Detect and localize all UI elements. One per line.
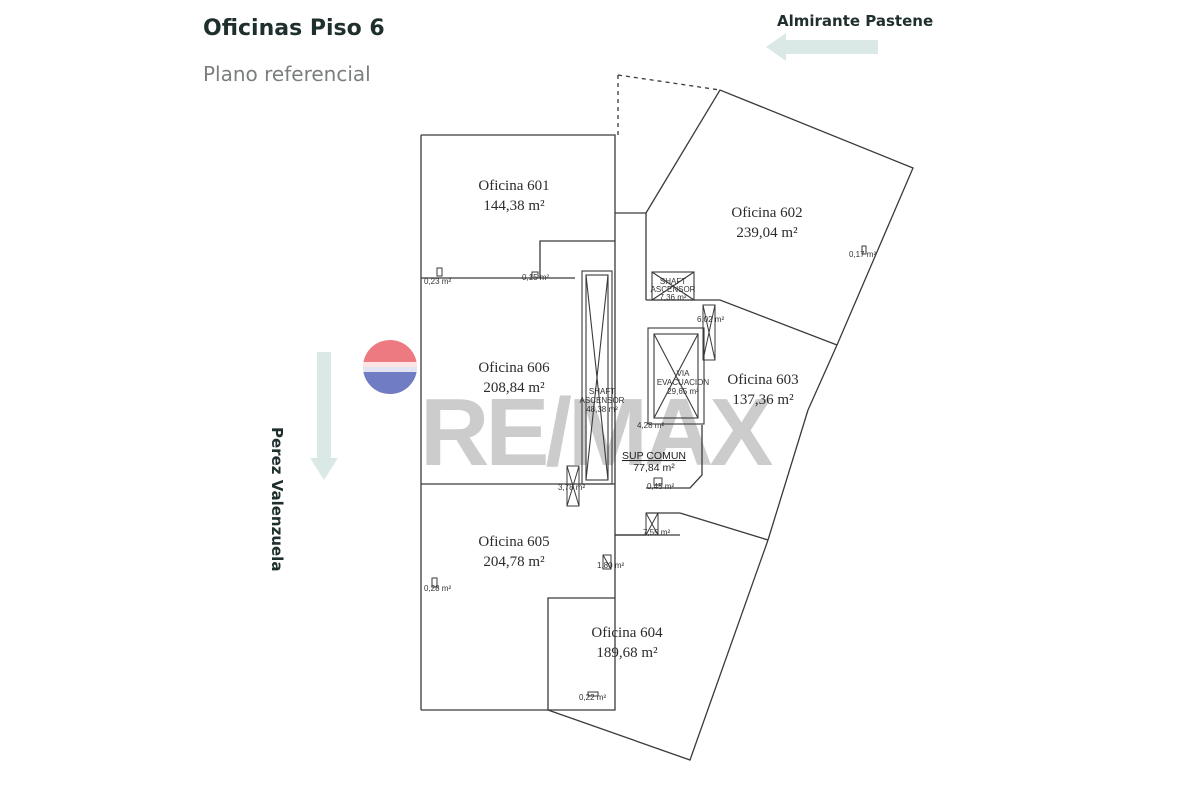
office-606-name: Oficina 606 (478, 360, 550, 376)
small-area-2: 0,15 m² (522, 273, 549, 282)
arrow-side-icon (310, 352, 338, 480)
office-604-area: 189,68 m² (596, 645, 658, 661)
page-subtitle: Plano referencial (203, 62, 371, 86)
evac-label-2: EVACUACION (657, 378, 710, 387)
small-area-10: 0,28 m² (424, 584, 451, 593)
small-area-5: 4,28 m² (637, 421, 664, 430)
evacuation-stair (647, 327, 705, 425)
office-603-area: 137,36 m² (732, 392, 794, 408)
shaft-small-label-1: SHAFT (660, 277, 686, 286)
office-605-name: Oficina 605 (478, 534, 549, 550)
shaft-small (651, 271, 695, 301)
shaft-main (581, 270, 613, 485)
small-area-8: 7,55 m² (643, 528, 670, 537)
arrow-top-icon (766, 33, 878, 61)
shaft-main-label-2: ASCENSOR (580, 396, 625, 405)
shaft-main-area: 48,38 m² (586, 405, 618, 414)
evac-label-1: VIA (677, 369, 691, 378)
evac-area: 29,65 m² (667, 387, 699, 396)
small-area-6: 3,78 m² (558, 483, 585, 492)
small-area-9: 1,80 m² (597, 561, 624, 570)
office-606-area: 208,84 m² (483, 380, 545, 396)
small-area-4: 6,02 m² (697, 315, 724, 324)
office-602-name: Oficina 602 (731, 205, 802, 221)
common-area-label: SUP COMUN (622, 450, 686, 462)
page-title: Oficinas Piso 6 (203, 16, 385, 41)
street-label-top: Almirante Pastene (777, 12, 934, 30)
remax-watermark: RE/MAX (363, 340, 777, 486)
shaft-small-area: 7,36 m² (659, 293, 686, 302)
office-604-name: Oficina 604 (591, 625, 663, 641)
shaft-small-label-2: ASCENSOR (651, 285, 696, 294)
walls (420, 74, 914, 761)
office-605-area: 204,78 m² (483, 554, 545, 570)
small-area-7: 0,45 m² (647, 482, 674, 491)
ducts (431, 245, 867, 697)
office-601-area: 144,38 m² (483, 198, 545, 214)
office-602-area: 239,04 m² (736, 225, 798, 241)
shaft-main-label-1: SHAFT (589, 387, 615, 396)
office-603-name: Oficina 603 (727, 372, 798, 388)
common-area-value: 77,84 m² (633, 462, 675, 474)
small-area-11: 0,22 m² (579, 693, 606, 702)
office-601-name: Oficina 601 (478, 178, 549, 194)
small-area-1: 0,23 m² (424, 277, 451, 286)
small-area-3: 0,17 m² (849, 250, 876, 259)
